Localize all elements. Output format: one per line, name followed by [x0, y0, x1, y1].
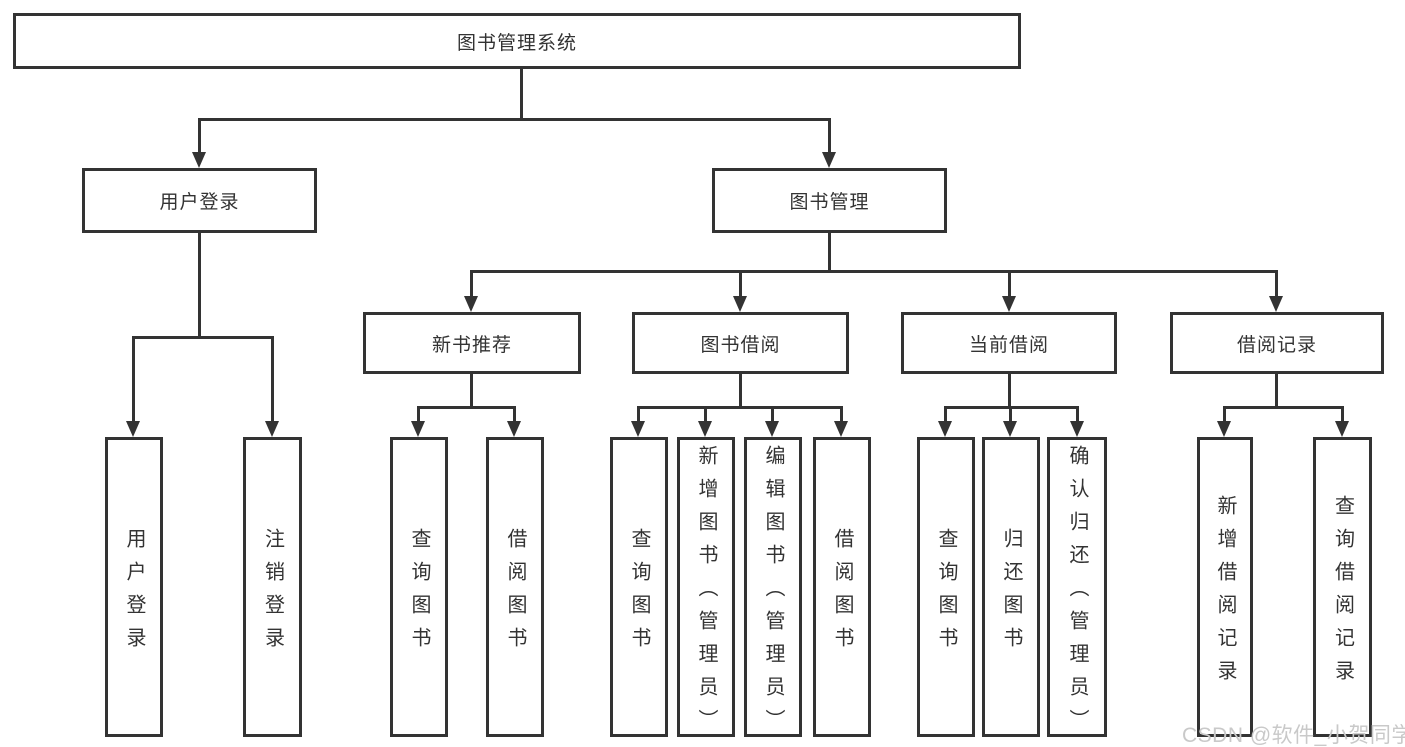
leaf-label: 借阅图书	[831, 527, 853, 660]
node-book-borrow: 图书借阅	[632, 312, 849, 374]
arrow-down-icon	[631, 421, 645, 437]
connector-bookmgmt-stem	[828, 233, 831, 273]
leaf-label: 查询图书	[408, 527, 430, 660]
connector-to-leaf	[1076, 406, 1079, 423]
leaf-newbook-query: 查询图书	[390, 437, 448, 737]
connector-newbooks-stem	[470, 374, 473, 409]
arrow-down-icon	[126, 421, 140, 437]
node-borrow-records: 借阅记录	[1170, 312, 1384, 374]
connector-to-leaf	[944, 406, 947, 423]
leaf-label: 查询图书	[628, 527, 650, 660]
leaf-current-return: 归还图书	[982, 437, 1040, 737]
arrow-down-icon	[1070, 421, 1084, 437]
connector-records-bar	[1223, 406, 1343, 409]
leaf-current-query: 查询图书	[917, 437, 975, 737]
arrow-down-icon	[265, 421, 279, 437]
connector-to-records	[1275, 270, 1278, 298]
connector-to-leaf	[1223, 406, 1226, 423]
leaf-borrow-edit-admin: 编辑图书（管理员）	[744, 437, 802, 742]
arrow-down-icon	[822, 152, 836, 168]
connector-userlogin-stem	[198, 233, 201, 339]
connector-records-stem	[1275, 374, 1278, 409]
node-new-book-recommend: 新书推荐	[363, 312, 581, 374]
leaf-label: 编辑图书（管理员）	[762, 445, 784, 742]
leaf-label: 借阅图书	[504, 527, 526, 660]
connector-to-newbooks	[470, 270, 473, 298]
connector-bookborrow-stem	[739, 374, 742, 409]
connector-to-user-login	[198, 118, 201, 154]
leaf-current-confirm-admin: 确认归还（管理员）	[1047, 437, 1107, 742]
connector-to-leaf	[704, 406, 707, 423]
connector-to-leaf	[771, 406, 774, 423]
leaf-label: 注销登录	[261, 527, 284, 660]
connector-to-leaf	[417, 406, 420, 423]
connector-bookborrow-bar	[637, 406, 843, 409]
leaf-label: 用户登录	[123, 527, 145, 660]
connector-currentborrow-stem	[1008, 374, 1011, 409]
leaf-borrow-add-admin: 新增图书（管理员）	[677, 437, 735, 742]
leaf-user-login: 用户登录	[105, 437, 163, 737]
leaf-label: 查询借阅记录	[1331, 494, 1354, 693]
connector-to-leaf	[840, 406, 843, 423]
connector-to-leaf	[132, 336, 135, 423]
arrow-down-icon	[765, 421, 779, 437]
connector-to-leaf	[1009, 406, 1012, 423]
arrow-down-icon	[1269, 296, 1283, 312]
arrow-down-icon	[1002, 296, 1016, 312]
arrow-down-icon	[698, 421, 712, 437]
leaf-record-add: 新增借阅记录	[1197, 437, 1253, 737]
leaf-newbook-borrow: 借阅图书	[486, 437, 544, 737]
connector-to-bookborrow	[739, 270, 742, 298]
leaf-label: 确认归还（管理员）	[1066, 445, 1088, 742]
connector-to-leaf	[513, 406, 516, 423]
arrow-down-icon	[1335, 421, 1349, 437]
connector-root-stem	[520, 69, 523, 121]
arrow-down-icon	[192, 152, 206, 168]
arrow-down-icon	[834, 421, 848, 437]
connector-to-book-mgmt	[828, 118, 831, 154]
leaf-label: 查询图书	[935, 527, 957, 660]
leaf-record-query: 查询借阅记录	[1313, 437, 1372, 737]
arrow-down-icon	[464, 296, 478, 312]
connector-userlogin-bar	[132, 336, 274, 339]
leaf-label: 新增图书（管理员）	[695, 445, 717, 742]
arrow-down-icon	[938, 421, 952, 437]
arrow-down-icon	[411, 421, 425, 437]
arrow-down-icon	[733, 296, 747, 312]
leaf-label: 归还图书	[1000, 527, 1022, 660]
node-user-login: 用户登录	[82, 168, 317, 233]
node-root: 图书管理系统	[13, 13, 1021, 69]
arrow-down-icon	[1217, 421, 1231, 437]
leaf-label: 新增借阅记录	[1214, 494, 1236, 693]
connector-to-leaf	[271, 336, 274, 423]
arrow-down-icon	[1003, 421, 1017, 437]
leaf-borrow-query: 查询图书	[610, 437, 668, 737]
arrow-down-icon	[507, 421, 521, 437]
leaf-logout: 注销登录	[243, 437, 302, 737]
connector-to-leaf	[637, 406, 640, 423]
node-book-management: 图书管理	[712, 168, 947, 233]
connector-bookmgmt-bar	[470, 270, 1278, 273]
leaf-borrow-borrow: 借阅图书	[813, 437, 871, 737]
connector-to-currentborrow	[1008, 270, 1011, 298]
connector-root-bar	[198, 118, 831, 121]
connector-to-leaf	[1341, 406, 1344, 423]
node-current-borrow: 当前借阅	[901, 312, 1117, 374]
csdn-watermark: CSDN @软件_小贺同学	[1182, 724, 1405, 747]
connector-newbooks-bar	[417, 406, 516, 409]
